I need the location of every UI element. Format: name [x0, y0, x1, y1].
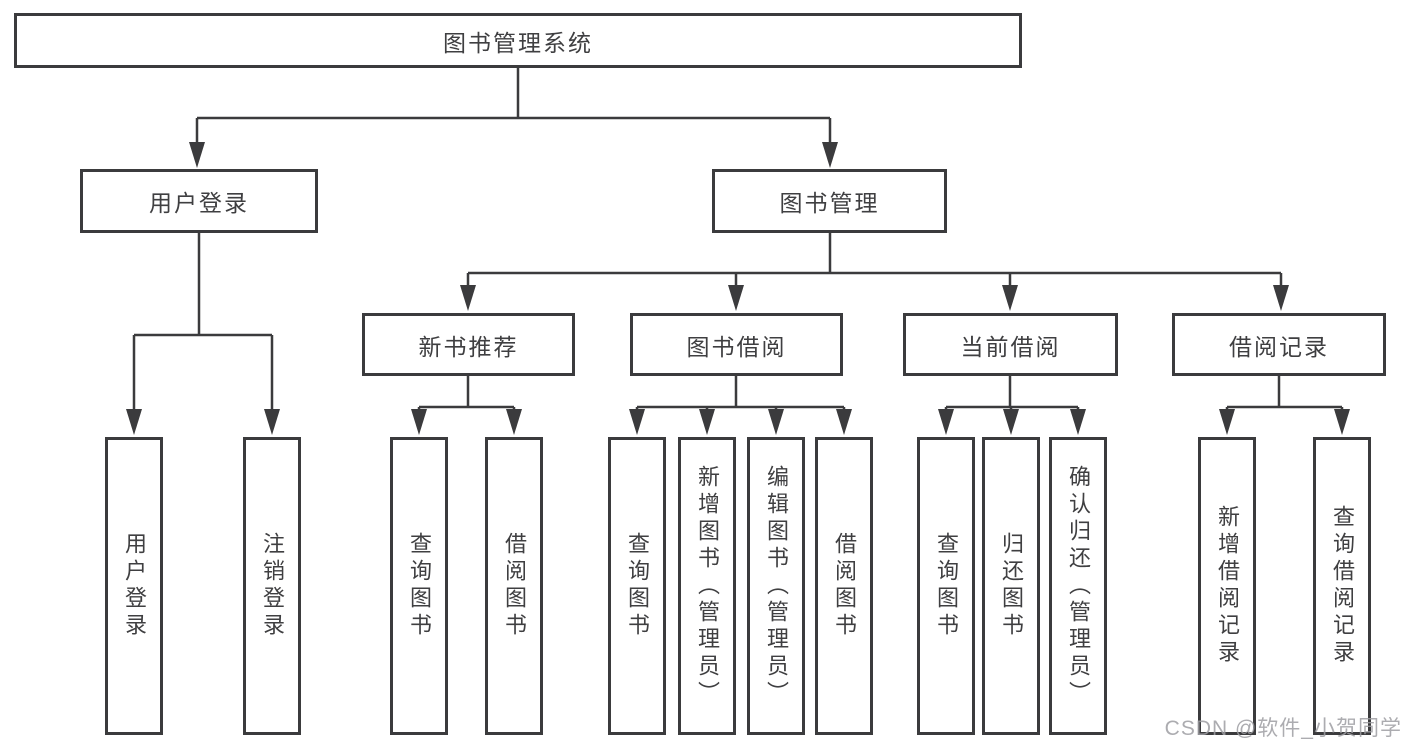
node-user-login-label: 用户登录	[149, 190, 249, 216]
node-book-borrowing-label: 图书借阅	[686, 333, 787, 360]
leaf-add-borrow-record-label: 新增借阅记录	[1215, 505, 1240, 667]
leaf-borrow-books-borrowing: 借阅图书	[815, 437, 873, 735]
node-new-book-recommendation: 新书推荐	[362, 313, 575, 376]
leaf-user-login-label: 用户登录	[122, 532, 147, 640]
leaf-confirm-return-admin: 确认归还（管理员）	[1049, 437, 1107, 735]
watermark: CSDN @软件_小贺同学	[1164, 717, 1402, 740]
leaf-query-borrow-record: 查询借阅记录	[1313, 437, 1371, 735]
leaf-query-books-recommend: 查询图书	[390, 437, 448, 735]
leaf-query-books-borrowing-label: 查询图书	[625, 532, 650, 640]
node-book-management-label: 图书管理	[779, 190, 880, 216]
leaf-user-login: 用户登录	[105, 437, 163, 735]
leaf-add-books-admin: 新增图书（管理员）	[678, 437, 736, 735]
leaf-query-books-current: 查询图书	[917, 437, 975, 735]
leaf-return-books: 归还图书	[982, 437, 1040, 735]
node-current-borrowing: 当前借阅	[903, 313, 1118, 376]
node-book-management-system-label: 图书管理系统	[443, 29, 593, 56]
leaf-borrow-books-recommend-label: 借阅图书	[502, 532, 527, 640]
leaf-query-books-current-label: 查询图书	[934, 532, 959, 640]
leaf-add-books-admin-label: 新增图书（管理员）	[695, 464, 720, 708]
node-book-borrowing: 图书借阅	[630, 313, 843, 376]
node-user-login: 用户登录	[80, 169, 318, 233]
leaf-return-books-label: 归还图书	[999, 532, 1024, 640]
node-new-book-recommendation-label: 新书推荐	[418, 333, 519, 360]
leaf-edit-books-admin: 编辑图书（管理员）	[747, 437, 805, 735]
leaf-borrow-books-borrowing-label: 借阅图书	[832, 532, 857, 640]
leaf-add-borrow-record: 新增借阅记录	[1198, 437, 1256, 735]
leaf-query-borrow-record-label: 查询借阅记录	[1330, 505, 1355, 667]
node-borrowing-records: 借阅记录	[1172, 313, 1386, 376]
leaf-logout-label: 注销登录	[260, 532, 285, 640]
leaf-confirm-return-admin-label: 确认归还（管理员）	[1066, 464, 1091, 708]
node-borrowing-records-label: 借阅记录	[1229, 333, 1329, 360]
leaf-borrow-books-recommend: 借阅图书	[485, 437, 543, 735]
node-current-borrowing-label: 当前借阅	[960, 333, 1061, 360]
leaf-edit-books-admin-label: 编辑图书（管理员）	[764, 464, 789, 708]
leaf-logout: 注销登录	[243, 437, 301, 735]
node-book-management-system: 图书管理系统	[14, 13, 1022, 68]
leaf-query-books-borrowing: 查询图书	[608, 437, 666, 735]
leaf-query-books-recommend-label: 查询图书	[407, 532, 432, 640]
node-book-management: 图书管理	[712, 169, 947, 233]
